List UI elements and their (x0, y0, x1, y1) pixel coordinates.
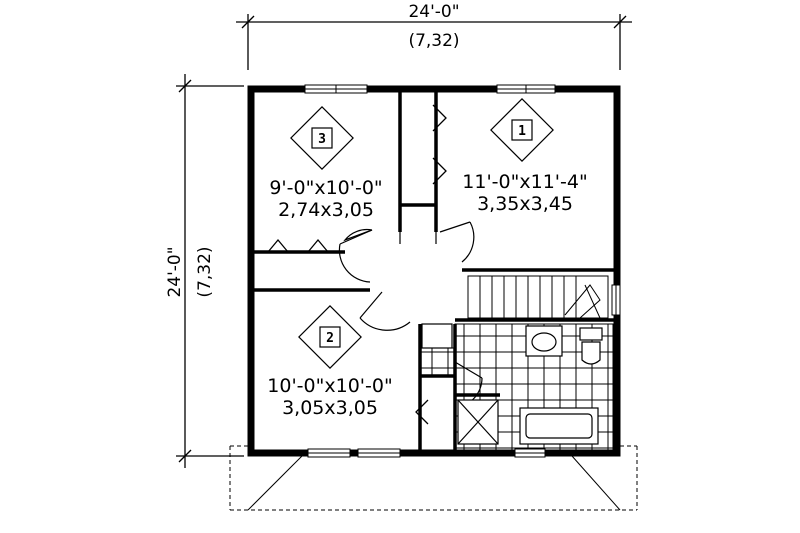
room-2-number-tag: 2 (298, 305, 362, 369)
closet-doors (267, 104, 447, 425)
exterior-walls (247, 85, 621, 457)
top-dimension-imperial: 24'-0" (408, 2, 459, 22)
room-1-number-tag: 1 (490, 98, 554, 162)
room-3-number: 3 (318, 132, 326, 147)
room-3-size-metric: 2,74x3,05 (278, 199, 374, 221)
room-1-number: 1 (518, 124, 526, 139)
room-3: 3 9'-0"x10'-0" 2,74x3,05 (269, 106, 383, 221)
staircase (467, 275, 609, 319)
top-dimension-metric: (7,32) (408, 31, 459, 51)
side-dimension-imperial: 24'-0" (165, 246, 185, 297)
bathroom-fixtures (421, 323, 603, 445)
side-dimension (176, 74, 244, 468)
top-dimension (236, 14, 632, 70)
linen-closet (421, 323, 453, 349)
room-2-number: 2 (326, 331, 334, 346)
room-2-size-imperial: 10'-0"x10'-0" (267, 375, 392, 397)
room-1: 1 11'-0"x11'-4" 3,35x3,45 (462, 98, 588, 215)
room-3-number-tag: 3 (290, 106, 354, 170)
room-1-size-metric: 3,35x3,45 (477, 193, 573, 215)
room-2: 2 10'-0"x10'-0" 3,05x3,05 (267, 305, 393, 419)
toilet-bowl (581, 341, 601, 365)
side-dimension-metric: (7,32) (195, 246, 215, 297)
sink (531, 332, 557, 352)
room-1-size-imperial: 11'-0"x11'-4" (462, 171, 587, 193)
room-3-size-imperial: 9'-0"x10'-0" (269, 177, 382, 199)
door-swings (338, 221, 483, 403)
toilet-tank (579, 327, 603, 341)
interior-walls (254, 92, 615, 450)
windows (304, 84, 621, 458)
roof-overhang (229, 445, 638, 511)
room-2-size-metric: 3,05x3,05 (282, 397, 378, 419)
